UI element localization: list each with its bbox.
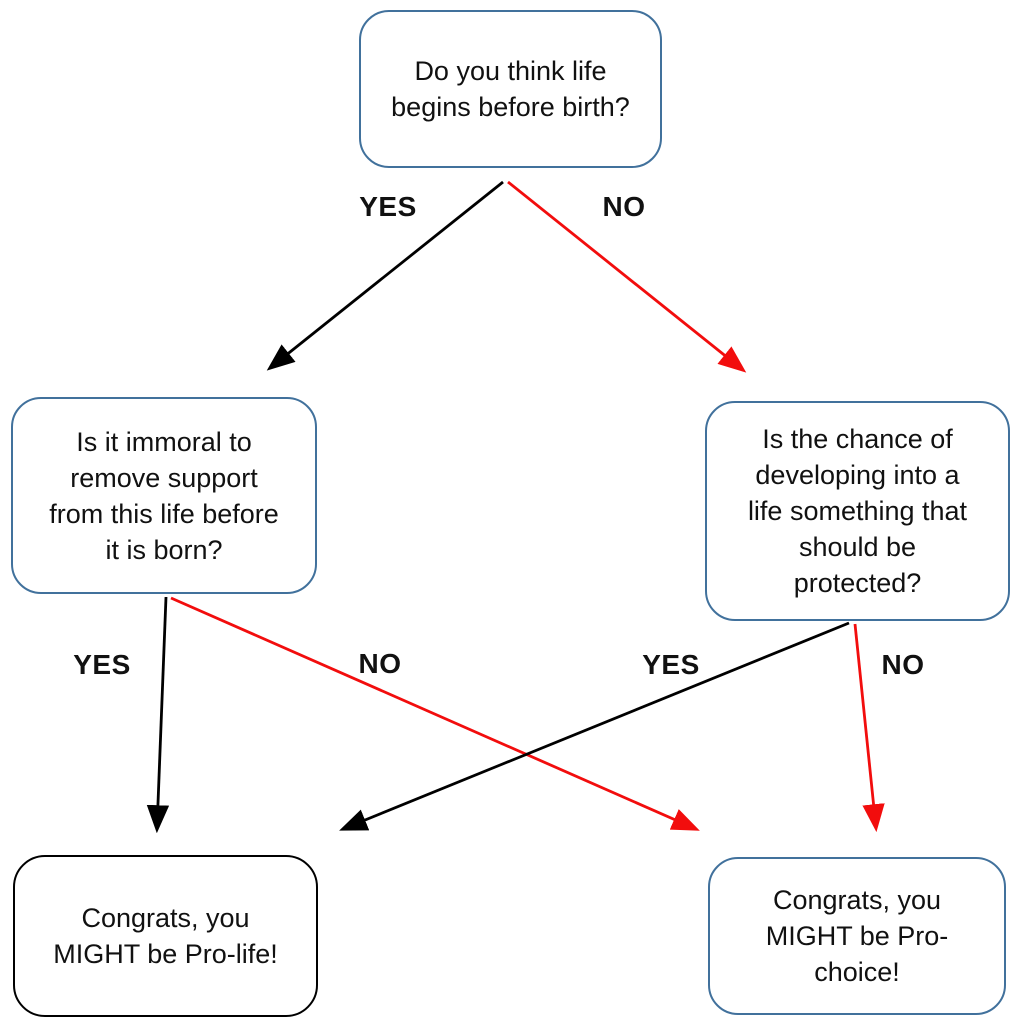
node-text-line: protected? bbox=[793, 568, 922, 598]
edge-label-right-no: NO bbox=[881, 649, 925, 680]
node-text-line: choice! bbox=[814, 957, 900, 987]
node-text-line: begins before birth? bbox=[391, 92, 630, 122]
edge-root-no-arrow bbox=[507, 180, 747, 373]
edge-root-yes-arrow bbox=[266, 180, 504, 371]
node-text-line: Congrats, you bbox=[81, 903, 250, 933]
node-text-line: life something that bbox=[747, 496, 968, 526]
edge-label-root-yes: YES bbox=[359, 191, 417, 222]
edge-label-right-yes: YES bbox=[642, 649, 700, 680]
edge-right-no-arrow bbox=[853, 623, 885, 833]
node-text-line: developing into a bbox=[755, 460, 960, 490]
node-text-line: Congrats, you bbox=[772, 885, 942, 915]
node-text-line: Is the chance of bbox=[762, 424, 953, 454]
edge-label-left-yes: YES bbox=[73, 649, 131, 680]
node-text-line: remove support bbox=[70, 462, 258, 493]
node-text-line: from this life before bbox=[49, 498, 279, 529]
node-text-line: Is it immoral to bbox=[76, 426, 252, 457]
node-text-line: it is born? bbox=[105, 534, 223, 565]
node-text-line: MIGHT be Pro- bbox=[765, 921, 949, 951]
node-left-question: Is it immoral to remove support from thi… bbox=[11, 397, 317, 594]
node-right-question: Is the chance of developing into a life … bbox=[705, 401, 1010, 621]
node-text-line: should be bbox=[798, 532, 917, 562]
edge-left-no-arrow bbox=[170, 596, 700, 831]
edge-label-left-no: NO bbox=[358, 648, 402, 679]
node-text-line: MIGHT be Pro-life! bbox=[53, 939, 278, 969]
edge-right-yes-arrow bbox=[339, 621, 850, 831]
edge-label-root-no: NO bbox=[602, 191, 646, 222]
node-text-line: Do you think life bbox=[414, 56, 607, 86]
node-root-question: Do you think life begins before birth? bbox=[359, 10, 662, 168]
node-pro-choice-result: Congrats, you MIGHT be Pro- choice! bbox=[708, 857, 1006, 1015]
node-pro-life-result: Congrats, you MIGHT be Pro-life! bbox=[13, 855, 318, 1017]
edge-left-yes-arrow bbox=[146, 596, 170, 834]
